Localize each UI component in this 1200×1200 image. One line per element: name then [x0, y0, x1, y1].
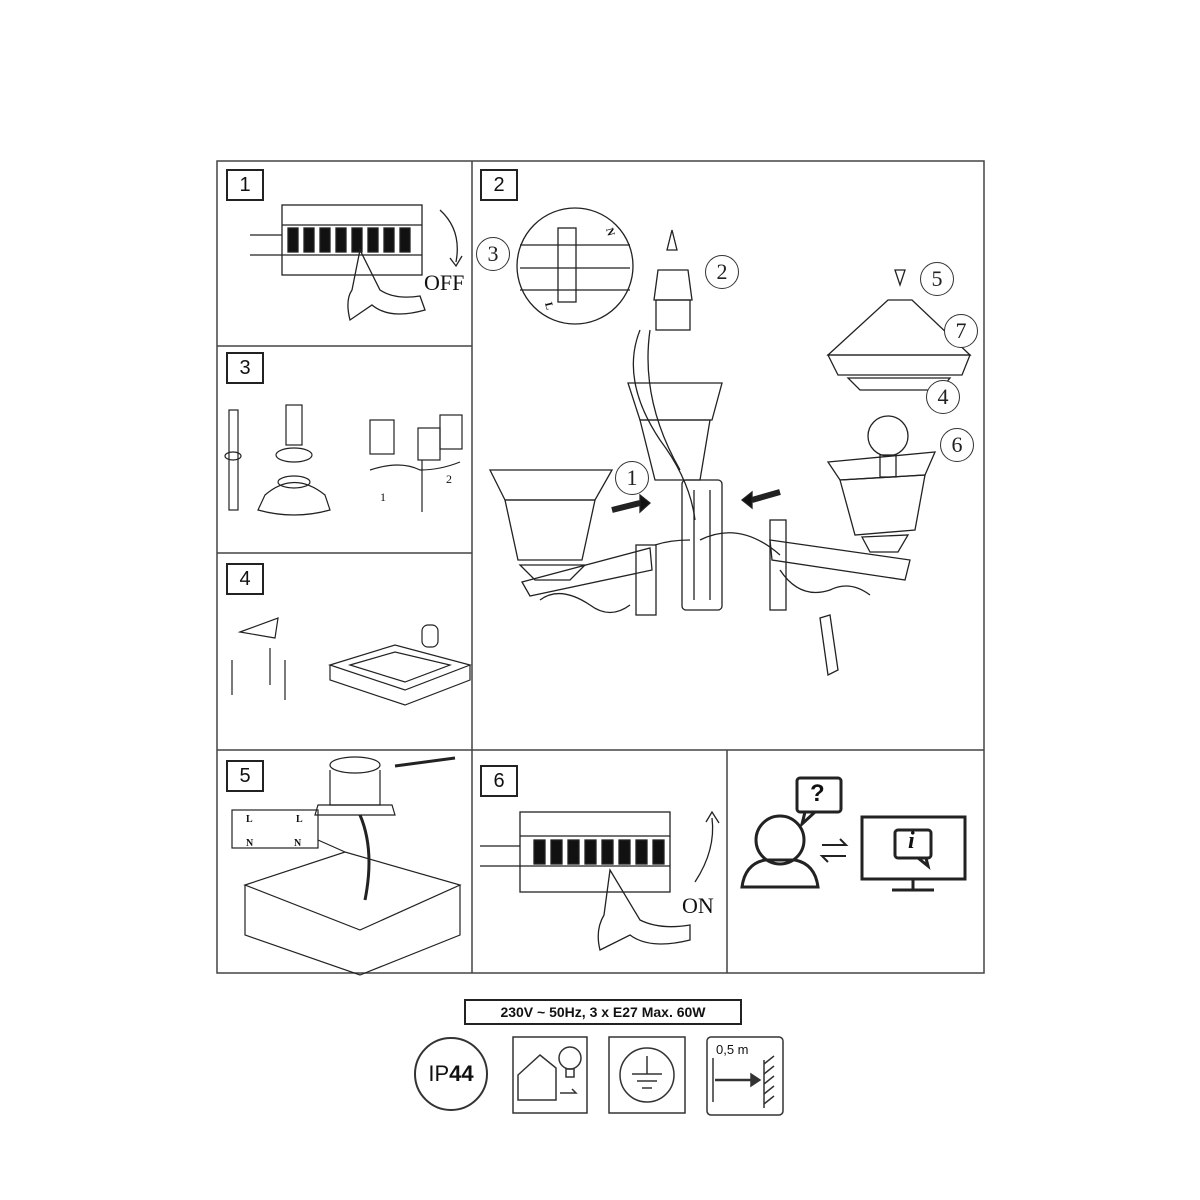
callout-2: 2 [705, 255, 739, 289]
callout-3: 3 [476, 237, 510, 271]
protective-earth-icon [608, 1036, 686, 1114]
wire-live-left: L [246, 814, 253, 825]
step-badge-1: 1 [226, 169, 264, 201]
panel-support [740, 776, 967, 892]
callout-4: 4 [926, 380, 960, 414]
step-badge-5: 5 [226, 760, 264, 792]
ip-prefix: IP [428, 1061, 450, 1086]
user-icon [740, 814, 820, 889]
off-label: OFF [424, 270, 465, 295]
step-badge-6: 6 [480, 765, 518, 797]
step-badge-3: 3 [226, 352, 264, 384]
panel-grid [216, 160, 985, 974]
panel3-sub-1: 1 [380, 490, 386, 504]
minimum-distance-icon [706, 1036, 784, 1116]
wire-neutral-right: N [294, 838, 302, 849]
wire-live-right: L [296, 814, 303, 825]
mini-lantern-arm [369, 414, 463, 512]
question-bubble-icon [795, 776, 843, 829]
callout-5: 5 [920, 262, 954, 296]
wire-neutral-left: N [246, 838, 254, 849]
monitor-info-icon [860, 815, 967, 892]
panel-1-breaker [250, 204, 463, 322]
panel-6-breaker [480, 810, 720, 951]
panel3-sub-2: 2 [446, 472, 452, 486]
swap-arrows-icon [819, 838, 849, 863]
callout-1: 1 [615, 461, 649, 495]
on-label: ON [682, 893, 714, 918]
panel-3-pole-assembly [224, 404, 463, 516]
question-mark: ? [810, 780, 825, 807]
step-badge-2: 2 [480, 169, 518, 201]
breaker-modules [287, 227, 411, 253]
panel-4-anchor-setup [231, 617, 472, 706]
callout-6: 6 [940, 428, 974, 462]
off-arrow [439, 209, 458, 263]
distance-label: 0,5 m [716, 1042, 749, 1057]
hand-outline [347, 248, 426, 322]
spec-label: 230V ~ 50Hz, 3 x E27 Max. 60W [464, 999, 742, 1025]
ip-value: 44 [449, 1061, 474, 1086]
step-badge-4: 4 [226, 563, 264, 595]
outdoor-lamp-icon [512, 1036, 588, 1114]
callout-7: 7 [944, 314, 978, 348]
info-mark: i [908, 828, 915, 854]
panel-5-base-fixing [231, 756, 462, 976]
